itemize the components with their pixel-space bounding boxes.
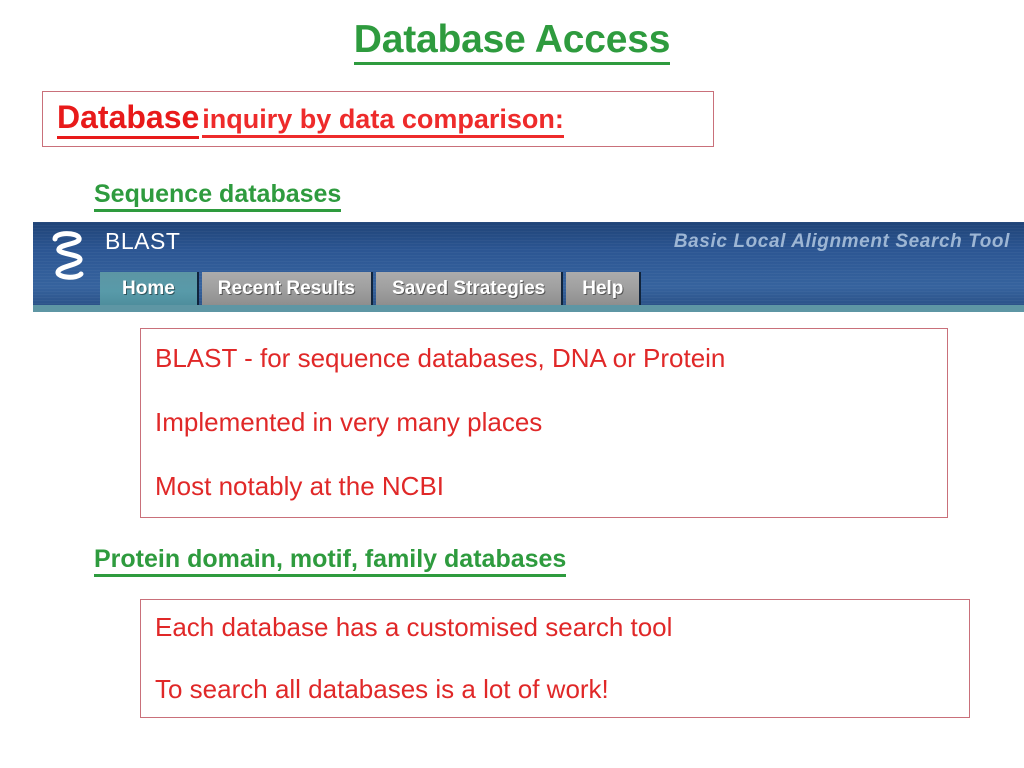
- headline-remainder: inquiry by data comparison:: [202, 104, 564, 138]
- blast-tab-bar: Home Recent Results Saved Strategies Hel…: [100, 269, 644, 305]
- content-line: Each database has a customised search to…: [155, 612, 673, 642]
- tab-saved-strategies[interactable]: Saved Strategies: [376, 272, 564, 305]
- section-heading-protein-databases-text: Protein domain, motif, family databases: [94, 545, 567, 577]
- blast-wordmark: BLAST: [105, 228, 181, 254]
- page-title: Database Access: [0, 18, 1024, 65]
- section-heading-protein-databases: Protein domain, motif, family databases: [94, 545, 567, 577]
- headline-keyword: Database: [57, 99, 200, 139]
- content-line: Implemented in very many places: [155, 407, 543, 437]
- tab-recent-results[interactable]: Recent Results: [201, 272, 374, 305]
- banner-bottom-strip: [33, 305, 1024, 312]
- section-heading-sequence-databases-text: Sequence databases: [94, 180, 342, 212]
- content-line: Most notably at the NCBI: [155, 471, 445, 501]
- content-box-sequence-databases: BLAST - for sequence databases, DNA or P…: [140, 328, 948, 518]
- blast-tagline: Basic Local Alignment Search Tool: [673, 231, 1010, 252]
- content-line: To search all databases is a lot of work…: [155, 674, 609, 704]
- blast-banner: BLAST Basic Local Alignment Search Tool …: [33, 222, 1024, 312]
- tab-help[interactable]: Help: [566, 272, 642, 305]
- dna-squiggle-icon: [52, 231, 84, 280]
- tab-home[interactable]: Home: [100, 272, 199, 305]
- content-line: BLAST - for sequence databases, DNA or P…: [155, 343, 726, 373]
- content-box-protein-databases: Each database has a customised search to…: [140, 599, 970, 718]
- page-title-text: Database Access: [353, 18, 670, 65]
- section-heading-sequence-databases: Sequence databases: [94, 180, 342, 212]
